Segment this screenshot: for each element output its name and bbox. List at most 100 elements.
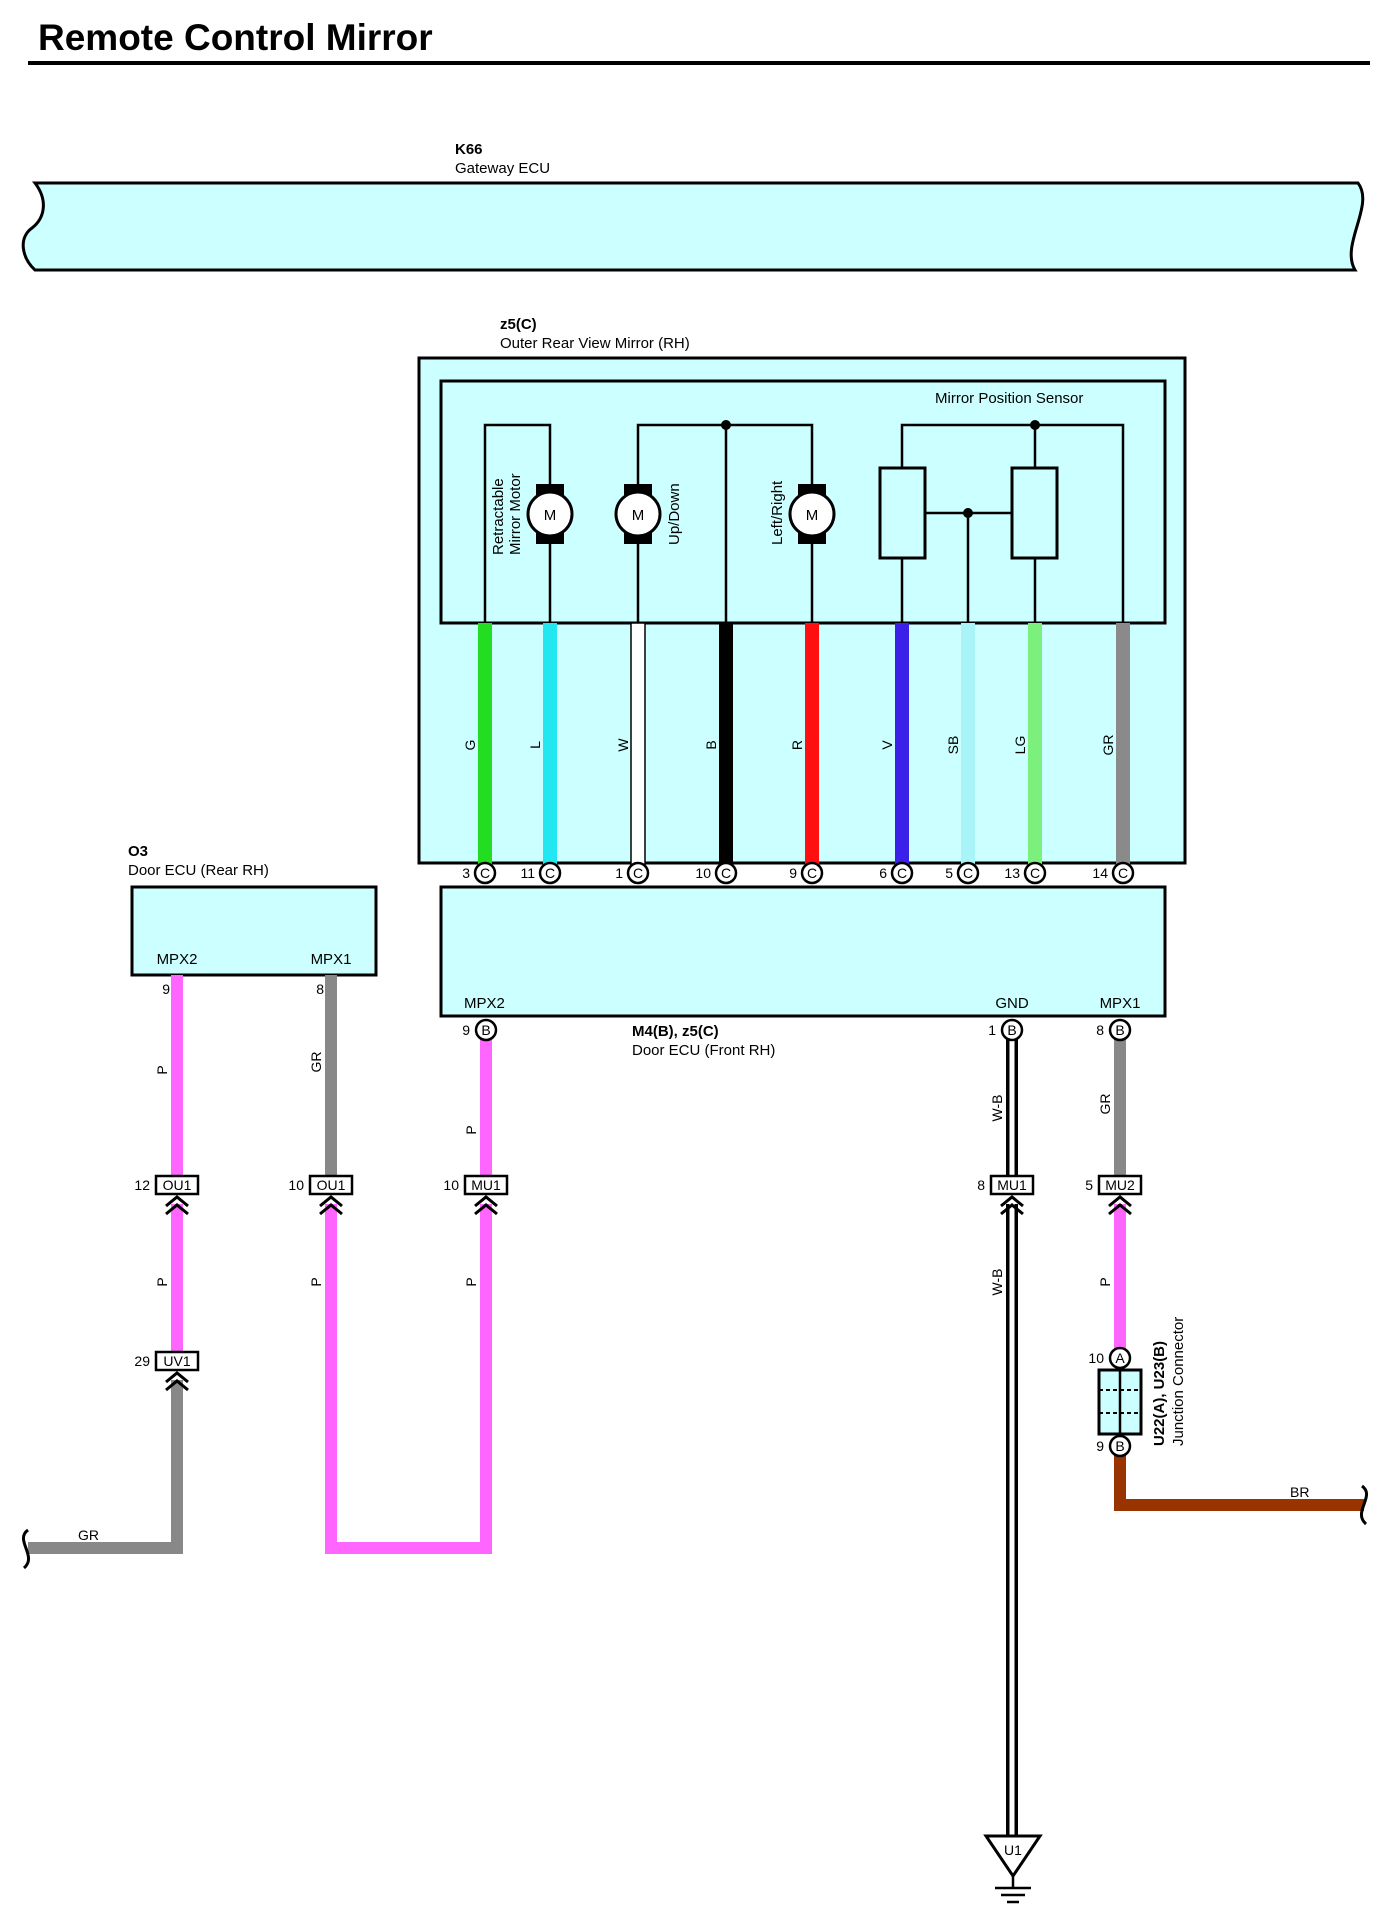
front-ecu-pin-mpx1: B 8 — [1096, 1018, 1132, 1042]
junction-dot — [1030, 420, 1040, 430]
mirror-internal-circuit — [483, 423, 1125, 623]
wire-uv1-gray — [28, 1380, 183, 1554]
svg-text:10: 10 — [1088, 1350, 1104, 1366]
wire-label-p: P — [463, 1125, 479, 1134]
wire-color-label: GR — [1100, 735, 1116, 756]
retract-motor-label-1: Retractable — [490, 478, 507, 555]
sensor-label: Mirror Position Sensor — [935, 390, 1083, 407]
svg-text:M: M — [632, 507, 645, 524]
wire-color-label: R — [789, 740, 805, 750]
pin-connector-letter: C — [897, 865, 907, 881]
pin-connector-letter: C — [633, 865, 643, 881]
pin-number: 1 — [615, 865, 623, 881]
svg-text:OU1: OU1 — [317, 1177, 346, 1193]
pin-circle — [538, 861, 562, 885]
svg-text:MU1: MU1 — [471, 1177, 501, 1193]
pin-number: 5 — [945, 865, 953, 881]
svg-text:A: A — [1115, 1350, 1125, 1366]
pin-circle — [890, 861, 914, 885]
svg-text:U1: U1 — [1004, 1842, 1022, 1858]
wire-break-right — [1359, 1484, 1369, 1526]
wire-color-label: L — [527, 741, 543, 749]
mirror-outer-box — [417, 356, 1187, 865]
page-title: Remote Control Mirror — [38, 17, 433, 58]
pin-circle — [800, 861, 824, 885]
svg-text:9: 9 — [1096, 1438, 1104, 1454]
pin-number: 11 — [520, 865, 535, 881]
wire-label-p: P — [463, 1277, 479, 1286]
wire-l — [543, 623, 557, 866]
wire-v — [895, 623, 909, 866]
rear-ecu-code: O3 — [128, 843, 148, 860]
wire-label-p: P — [154, 1277, 170, 1286]
wire-g — [478, 623, 492, 866]
svg-text:OU1: OU1 — [163, 1177, 192, 1193]
pin-number: 10 — [695, 865, 711, 881]
svg-text:1: 1 — [988, 1022, 996, 1038]
wire-color-label: G — [462, 740, 478, 751]
connector-ou1-b: OU1 10 — [288, 1174, 354, 1216]
front-ecu-gnd: GND — [995, 995, 1029, 1012]
lower-wiring — [28, 975, 1364, 1836]
pin-circle — [1023, 861, 1047, 885]
svg-text:M: M — [806, 507, 819, 524]
pin-circle — [956, 861, 980, 885]
wire-color-label: B — [703, 740, 719, 749]
wire-label-p: P — [1097, 1277, 1113, 1286]
connector-ou1-a: OU1 12 — [134, 1174, 200, 1216]
wire-color-label: LG — [1012, 736, 1028, 755]
wire-label-p: P — [308, 1277, 324, 1286]
mirror-name: Outer Rear View Mirror (RH) — [500, 335, 690, 352]
wire-label-br: BR — [1290, 1484, 1309, 1500]
gateway-name: Gateway ECU — [455, 160, 550, 177]
updown-motor-label: Up/Down — [666, 483, 683, 545]
front-ecu-mpx2: MPX2 — [464, 995, 505, 1012]
pin-connector-letter: C — [1118, 865, 1128, 881]
gateway-ecu-bar — [21, 181, 1365, 272]
leftright-motor-label: Left/Right — [769, 480, 786, 545]
junction-dot — [721, 420, 731, 430]
leftright-motor-icon: M — [788, 484, 836, 544]
svg-text:UV1: UV1 — [163, 1353, 190, 1369]
svg-text:M: M — [544, 507, 557, 524]
svg-text:29: 29 — [134, 1353, 150, 1369]
wire-br — [1114, 1448, 1364, 1511]
svg-text:9: 9 — [462, 1022, 470, 1038]
pin-connector-letter: C — [1030, 865, 1040, 881]
wire-label-gr: GR — [1097, 1094, 1113, 1115]
pin-connector-letter: C — [480, 865, 490, 881]
svg-text:10: 10 — [288, 1177, 304, 1193]
connector-mu2: MU2 5 — [1085, 1174, 1143, 1216]
pin-connector-letter: C — [545, 865, 555, 881]
wire-r — [805, 623, 819, 866]
wire-sb — [961, 623, 975, 866]
front-ecu-pin-mpx2: B 9 — [462, 1018, 498, 1042]
wire-pink-loop — [325, 1204, 492, 1554]
mirror-code: z5(C) — [500, 316, 537, 333]
front-ecu-mpx1: MPX1 — [1100, 995, 1141, 1012]
pin-circle — [473, 861, 497, 885]
pin-number: 13 — [1004, 865, 1020, 881]
rear-ecu-pin-mpx2: 9 — [162, 981, 170, 997]
rear-ecu-pin-mpx1: 8 — [316, 981, 324, 997]
mirror-inner-box — [439, 379, 1167, 625]
pin-circle — [1111, 861, 1135, 885]
svg-text:B: B — [1007, 1022, 1016, 1038]
retract-motor-label-2: Mirror Motor — [507, 473, 524, 555]
pin-circle — [626, 861, 650, 885]
rear-ecu-mpx1: MPX1 — [311, 951, 352, 968]
front-ecu-name: Door ECU (Front RH) — [632, 1042, 775, 1059]
rear-ecu-mpx2: MPX2 — [157, 951, 198, 968]
pin-connector-letter: C — [963, 865, 973, 881]
wire-label-gr: GR — [308, 1052, 324, 1073]
svg-text:MU2: MU2 — [1105, 1177, 1135, 1193]
svg-text:10: 10 — [443, 1177, 459, 1193]
wire-break-left — [21, 1528, 31, 1570]
wire-color-label: V — [879, 740, 895, 750]
wire-label-wb: W-B — [989, 1269, 1005, 1296]
wire-color-label: SB — [945, 736, 961, 755]
front-ecu-pin-gnd: B 1 — [988, 1018, 1024, 1042]
pin-connector-letter: C — [721, 865, 731, 881]
pin-number: 6 — [879, 865, 887, 881]
